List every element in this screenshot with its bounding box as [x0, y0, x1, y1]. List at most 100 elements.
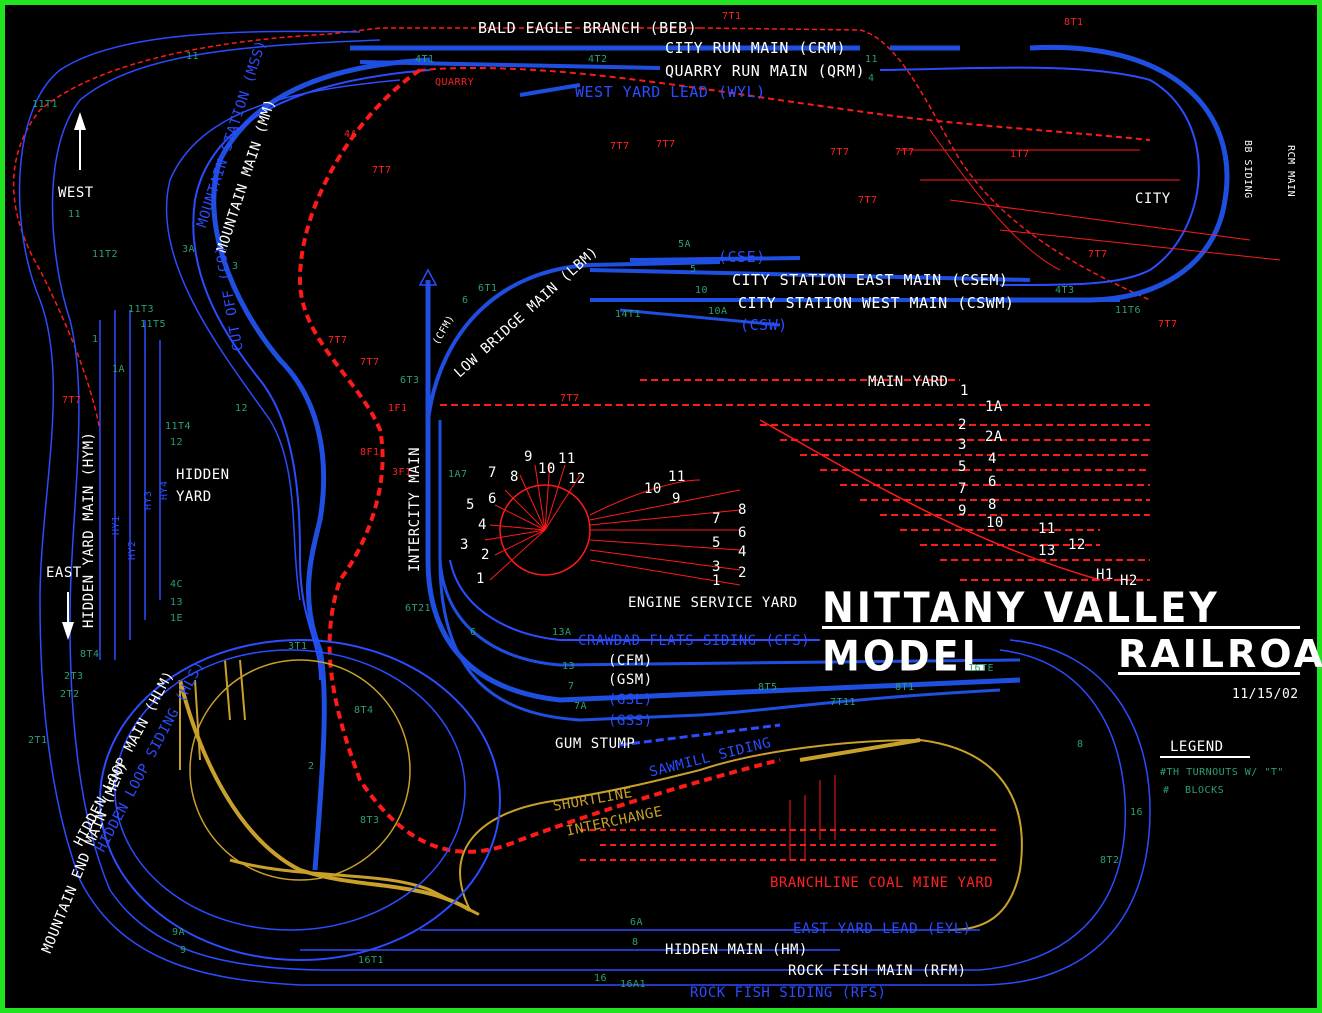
block-label: 8 — [632, 937, 639, 948]
block-label: 9 — [180, 945, 187, 956]
gum-stump-label: GUM STUMP — [555, 736, 636, 752]
east-label: EAST — [46, 565, 82, 581]
yard-track-number: 6 — [988, 474, 997, 490]
red-turnout-label: 4A — [344, 129, 358, 140]
block-label: 8T5 — [758, 682, 778, 693]
outer-blue-loop-left — [18, 30, 980, 986]
block-label: 2T1 — [28, 735, 48, 746]
hidden-loop-inner — [114, 649, 466, 931]
block-label: 4C — [170, 579, 184, 590]
shortline-spurs — [179, 659, 246, 770]
east-yard-lead-label: EAST YARD LEAD (EYL) — [793, 921, 972, 937]
shortline-curve — [459, 738, 1023, 931]
rock-fish-main-label: ROCK FISH MAIN (RFM) — [788, 963, 967, 979]
legend-underline — [1160, 756, 1250, 758]
block-label: 1A7 — [448, 469, 468, 480]
main-yard-label: MAIN YARD — [868, 374, 949, 390]
crawdad-flats-label: CRAWDAD FLATS SIDING (CFS) — [578, 633, 811, 649]
red-turnout-label: 7T7 — [830, 147, 850, 158]
city-label: CITY — [1135, 191, 1171, 207]
city-station-east-label: CITY STATION EAST MAIN (CSEM) — [732, 271, 1009, 289]
block-label: 4T1 — [415, 54, 435, 65]
hidden-yard-label2: YARD — [176, 489, 212, 505]
block-label: 3 — [232, 261, 239, 272]
block-label: 7A — [574, 701, 588, 712]
engine-track-number: 4 — [738, 544, 747, 560]
mountain-main-track — [211, 57, 431, 871]
block-label: 7 — [568, 681, 575, 692]
quarry-label: QUARRY — [435, 77, 475, 88]
branchline-coal-label: BRANCHLINE COAL MINE YARD — [770, 875, 994, 891]
block-label: 10A — [708, 306, 728, 317]
cfm2-label: (CFM) — [608, 653, 653, 669]
legend-heading: LEGEND — [1170, 739, 1224, 755]
block-label: 6T3 — [400, 375, 420, 386]
bald-eagle-label: BALD EAGLE BRANCH (BEB) — [478, 19, 698, 37]
red-turnout-label: 7T1 — [722, 11, 742, 22]
red-yard-ladder — [759, 419, 1101, 581]
hidden-loop-gold — [189, 659, 411, 881]
hy1-label: HY1 — [111, 515, 122, 535]
red-turnout-label: 7T7 — [328, 335, 348, 346]
engine-track-number: 9 — [672, 491, 681, 507]
coal-mine-spurs — [789, 775, 836, 860]
west-label: WEST — [58, 185, 94, 201]
legend-blocks-symbol: # — [1163, 785, 1170, 796]
block-label: 8T4 — [80, 649, 100, 660]
turntable-stall-number: 11 — [558, 451, 576, 467]
rock-fish-siding-label: ROCK FISH SIDING (RFS) — [690, 985, 887, 1001]
turntable-stall-number: 10 — [538, 461, 556, 477]
engine-track-number: 2 — [738, 565, 747, 581]
red-turnout-label: 8T1 — [1064, 17, 1084, 28]
block-label: 12 — [235, 403, 249, 414]
low-bridge-main-track — [426, 260, 721, 421]
shortline-track2 — [229, 858, 480, 916]
hy4-label: HY4 — [159, 480, 170, 500]
engine-track-number: 3 — [712, 559, 721, 575]
red-turnout-label: 7T7 — [610, 141, 630, 152]
outer-blue-loop-right — [979, 649, 1127, 971]
title-underline2 — [1118, 672, 1300, 675]
intercity-main-inner — [438, 420, 1021, 667]
hy3-label: HY3 — [143, 490, 154, 510]
block-label: 16 — [1130, 807, 1144, 818]
west-yard-lead-label: WEST YARD LEAD (WYL) — [575, 83, 766, 101]
block-label: 8T1 — [895, 682, 915, 693]
city-station-east-main — [589, 268, 1031, 282]
block-label: 2T3 — [64, 671, 84, 682]
yard-track-number: 2 — [958, 417, 967, 433]
block-label: 8T3 — [360, 815, 380, 826]
block-label: 8 — [1077, 739, 1084, 750]
block-label: 5A — [678, 239, 692, 250]
red-turnout-label: 7T7 — [895, 147, 915, 158]
turntable-stall-number: 4 — [478, 517, 487, 533]
yard-track-number: 2A — [985, 429, 1003, 445]
city-station-west-label: CITY STATION WEST MAIN (CSWM) — [738, 294, 1015, 312]
red-top-right-track — [699, 27, 1151, 301]
shortline-interchange — [799, 738, 921, 762]
turntable-stall-number: 8 — [510, 469, 519, 485]
title-date: 11/15/02 — [1232, 687, 1299, 702]
engine-track-number: 10 — [644, 481, 662, 497]
block-label: 8T2 — [1100, 855, 1120, 866]
yard-track-number: 1 — [960, 383, 969, 399]
block-label: 1E — [170, 613, 184, 624]
yard-track-number: 10 — [986, 515, 1004, 531]
block-label: 13 — [562, 661, 576, 672]
red-turnout-label: 3F1 — [392, 467, 412, 478]
block-label: 2 — [308, 761, 315, 772]
red-turnout-label: 7T7 — [372, 165, 392, 176]
turntable-stall-number: 6 — [488, 491, 497, 507]
outer-blue-loop-right2 — [979, 639, 1151, 986]
block-label: 16A1 — [620, 979, 647, 990]
yard-track-number: 1A — [985, 399, 1003, 415]
yard-track-number: 12 — [1068, 537, 1086, 553]
block-label: 6 — [470, 627, 477, 638]
main-yard-tracks — [440, 379, 1150, 581]
bb-siding-label: BB SIDING — [1242, 140, 1253, 199]
gsl-label: (GSL) — [608, 692, 653, 708]
block-label: 6A — [630, 917, 644, 928]
block-label: 3T1 — [288, 641, 308, 652]
turntable-stall-number: 12 — [568, 471, 586, 487]
